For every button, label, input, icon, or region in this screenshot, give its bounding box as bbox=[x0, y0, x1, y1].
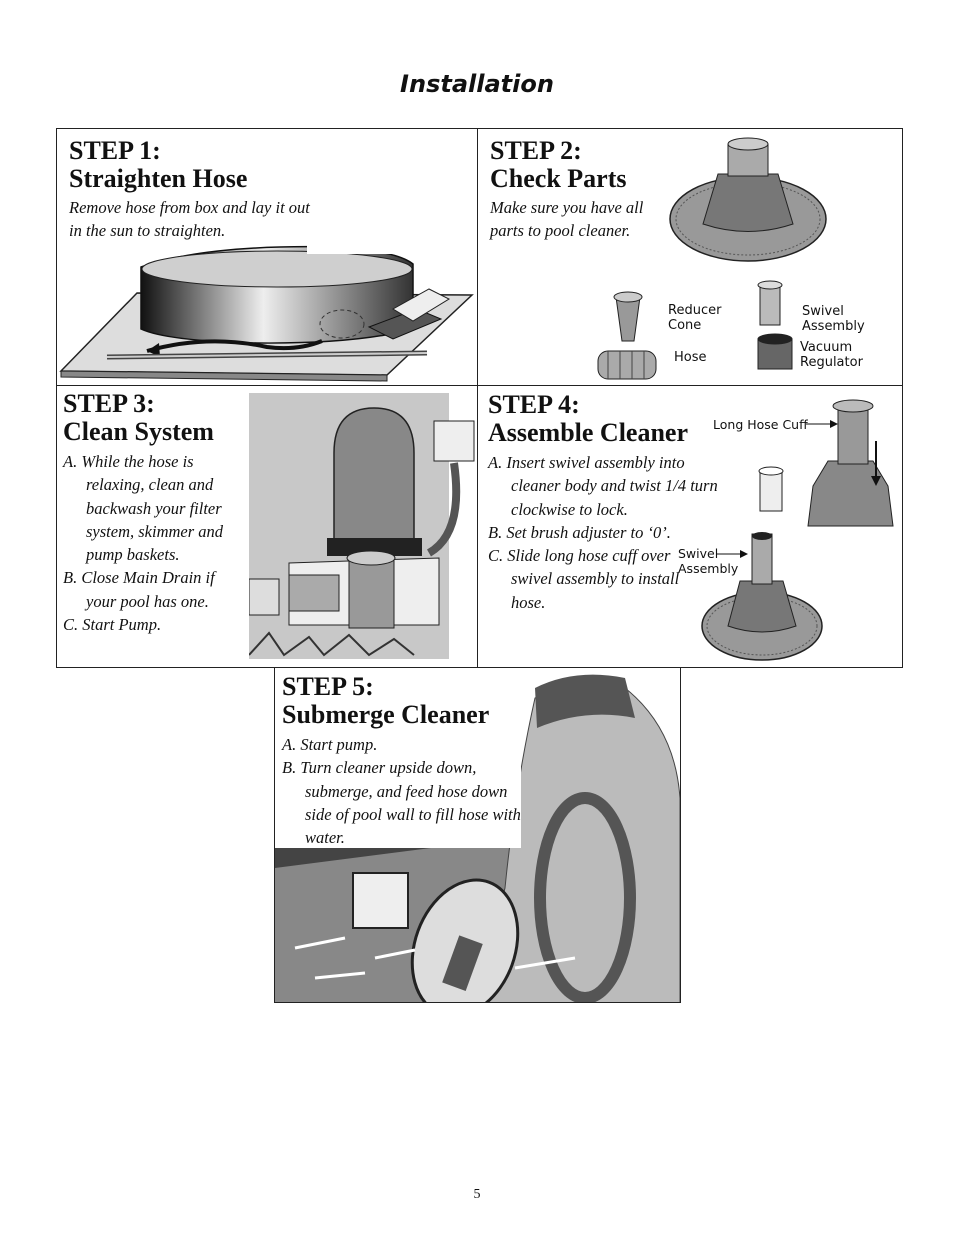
step5-item-a: A. Start pump. bbox=[282, 735, 378, 754]
step2-heading-line1: STEP 2: bbox=[490, 136, 582, 165]
step3-instructions: A. While the hose is relaxing, clean and… bbox=[63, 450, 249, 636]
step2-description: Make sure you have all parts to pool cle… bbox=[490, 198, 644, 240]
step1-panel: STEP 1: Straighten Hose Remove hose from… bbox=[56, 128, 479, 387]
label-long-hose-cuff: Long Hose Cuff bbox=[713, 417, 808, 432]
step3-heading-line2: Clean System bbox=[63, 417, 214, 446]
step5-heading-line1: STEP 5: bbox=[282, 672, 374, 701]
step3-item-a: A. While the hose is relaxing, clean and… bbox=[63, 452, 224, 565]
step5-heading: STEP 5: Submerge Cleaner bbox=[282, 673, 489, 729]
step5-item-b: B. Turn cleaner upside down, submerge, a… bbox=[282, 758, 521, 848]
label-swivel-assembly: Swivel Assembly bbox=[802, 304, 865, 334]
page-number: 5 bbox=[473, 1187, 481, 1202]
step2-heading: STEP 2: Check Parts bbox=[490, 137, 626, 193]
step3-heading-line1: STEP 3: bbox=[63, 389, 155, 418]
step1-heading: STEP 1: Straighten Hose bbox=[69, 137, 247, 193]
step2-panel: STEP 2: Check Parts Make sure you have a… bbox=[477, 128, 903, 387]
step4-instructions: A. Insert swivel assembly into cleaner b… bbox=[488, 451, 718, 614]
step4-item-c: C. Slide long hose cuff over swivel asse… bbox=[488, 546, 680, 612]
step5-illustration bbox=[275, 674, 680, 1002]
step4-heading: STEP 4: Assemble Cleaner bbox=[488, 391, 688, 447]
step5-heading-line2: Submerge Cleaner bbox=[282, 700, 490, 729]
step2-heading-line2: Check Parts bbox=[490, 164, 627, 193]
step5-instructions: A. Start pump. B. Turn cleaner upside do… bbox=[282, 733, 524, 849]
step4-panel: STEP 4: Assemble Cleaner A. Insert swive… bbox=[477, 385, 903, 668]
step1-illustration bbox=[59, 244, 474, 382]
label-vacuum-regulator: Vacuum Regulator bbox=[800, 340, 863, 370]
step3-item-c: C. Start Pump. bbox=[63, 615, 162, 635]
step3-panel: STEP 3: Clean System A. While the hose i… bbox=[56, 385, 479, 668]
page-title: Installation bbox=[400, 70, 554, 98]
step4-heading-line2: Assemble Cleaner bbox=[488, 418, 689, 447]
step3-illustration bbox=[249, 393, 475, 659]
step1-heading-line1: STEP 1: bbox=[69, 136, 161, 165]
step4-heading-line1: STEP 4: bbox=[488, 390, 580, 419]
step2-illustration bbox=[597, 137, 827, 380]
step4-illustration bbox=[701, 399, 894, 661]
step3-heading: STEP 3: Clean System bbox=[63, 390, 214, 446]
step4-item-b: B. Set brush adjuster to ‘0’. bbox=[488, 522, 671, 542]
step5-panel: STEP 5: Submerge Cleaner A. Start pump. … bbox=[274, 667, 681, 1003]
step1-heading-line2: Straighten Hose bbox=[69, 164, 248, 193]
step5-text-block bbox=[275, 668, 521, 848]
label-swivel-assembly-step4: Swivel Assembly bbox=[678, 546, 739, 576]
label-reducer-cone: Reducer Cone bbox=[668, 303, 722, 333]
step4-item-a: A. Insert swivel assembly into cleaner b… bbox=[488, 453, 718, 519]
step3-item-b: B. Close Main Drain if your pool has one… bbox=[63, 568, 215, 611]
step1-description: Remove hose from box and lay it out in t… bbox=[69, 196, 314, 242]
label-hose: Hose bbox=[674, 350, 707, 365]
